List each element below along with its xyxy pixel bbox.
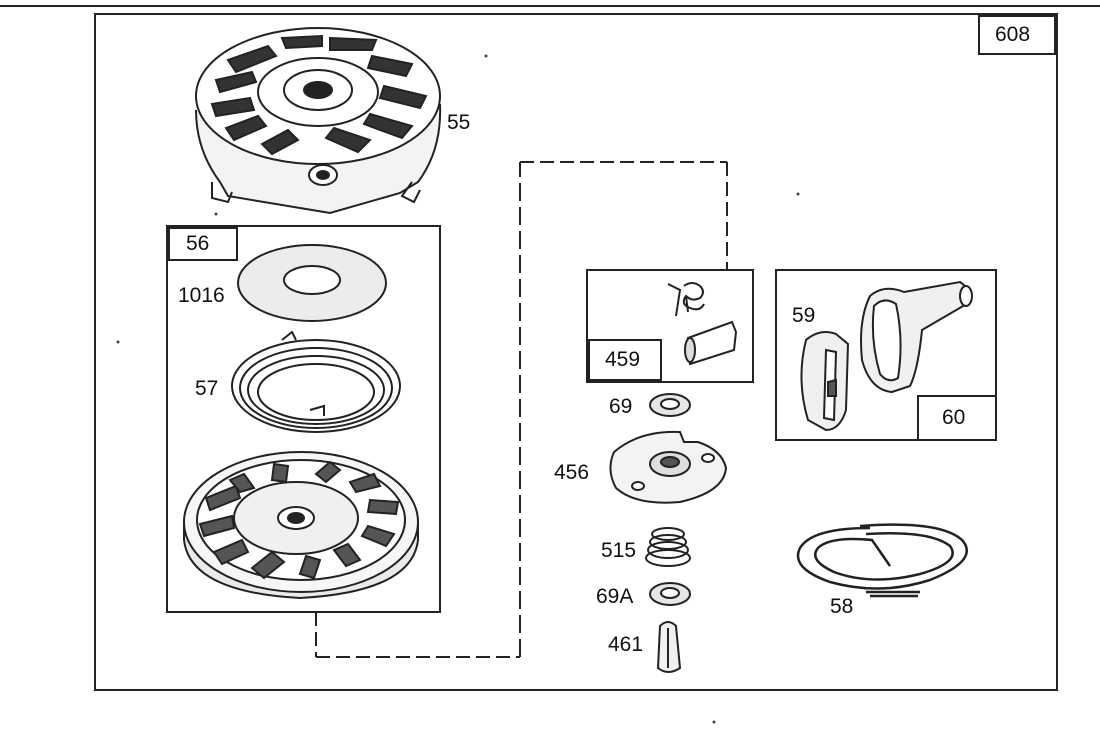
callout-69a: 69A xyxy=(596,585,634,608)
callout-456: 456 xyxy=(554,461,590,484)
pin-461-drawing xyxy=(656,621,682,673)
group-60-box xyxy=(775,269,997,441)
page-code-label: 608 xyxy=(995,23,1031,46)
handle-60-drawing xyxy=(860,280,973,394)
washer-69a-drawing xyxy=(649,582,691,606)
callout-58: 58 xyxy=(830,595,854,618)
starter-pulley-drawing xyxy=(183,451,419,600)
rewind-spring-57-drawing xyxy=(231,330,401,433)
pawl-spring-drawing xyxy=(667,282,705,317)
callout-459: 459 xyxy=(605,348,641,371)
group-459-label-box xyxy=(588,339,662,381)
callout-60: 60 xyxy=(942,406,966,429)
retainer-456-drawing xyxy=(609,430,728,504)
page-code-box xyxy=(978,15,1056,55)
callout-1016: 1016 xyxy=(178,284,225,307)
washer-1016-drawing xyxy=(237,244,387,322)
group-56-box xyxy=(166,225,441,613)
callout-59: 59 xyxy=(792,304,816,327)
spring-515-drawing xyxy=(645,527,691,567)
callout-55: 55 xyxy=(447,111,471,134)
leader-lines xyxy=(315,161,728,658)
callout-515: 515 xyxy=(601,539,637,562)
scan-specks xyxy=(116,54,800,724)
callout-57: 57 xyxy=(195,377,219,400)
callout-56: 56 xyxy=(186,232,210,255)
pawl-drawing xyxy=(684,320,738,366)
callout-69: 69 xyxy=(609,395,633,418)
outer-frame xyxy=(94,13,1058,691)
washer-69-drawing xyxy=(649,393,691,417)
handle-insert-59-drawing xyxy=(800,331,850,432)
group-459-box xyxy=(586,269,754,383)
starter-housing-drawing xyxy=(195,27,442,215)
callout-461: 461 xyxy=(608,633,644,656)
rope-58-drawing xyxy=(796,523,968,598)
group-60-label-box xyxy=(917,395,997,441)
group-56-label-box xyxy=(168,227,238,261)
